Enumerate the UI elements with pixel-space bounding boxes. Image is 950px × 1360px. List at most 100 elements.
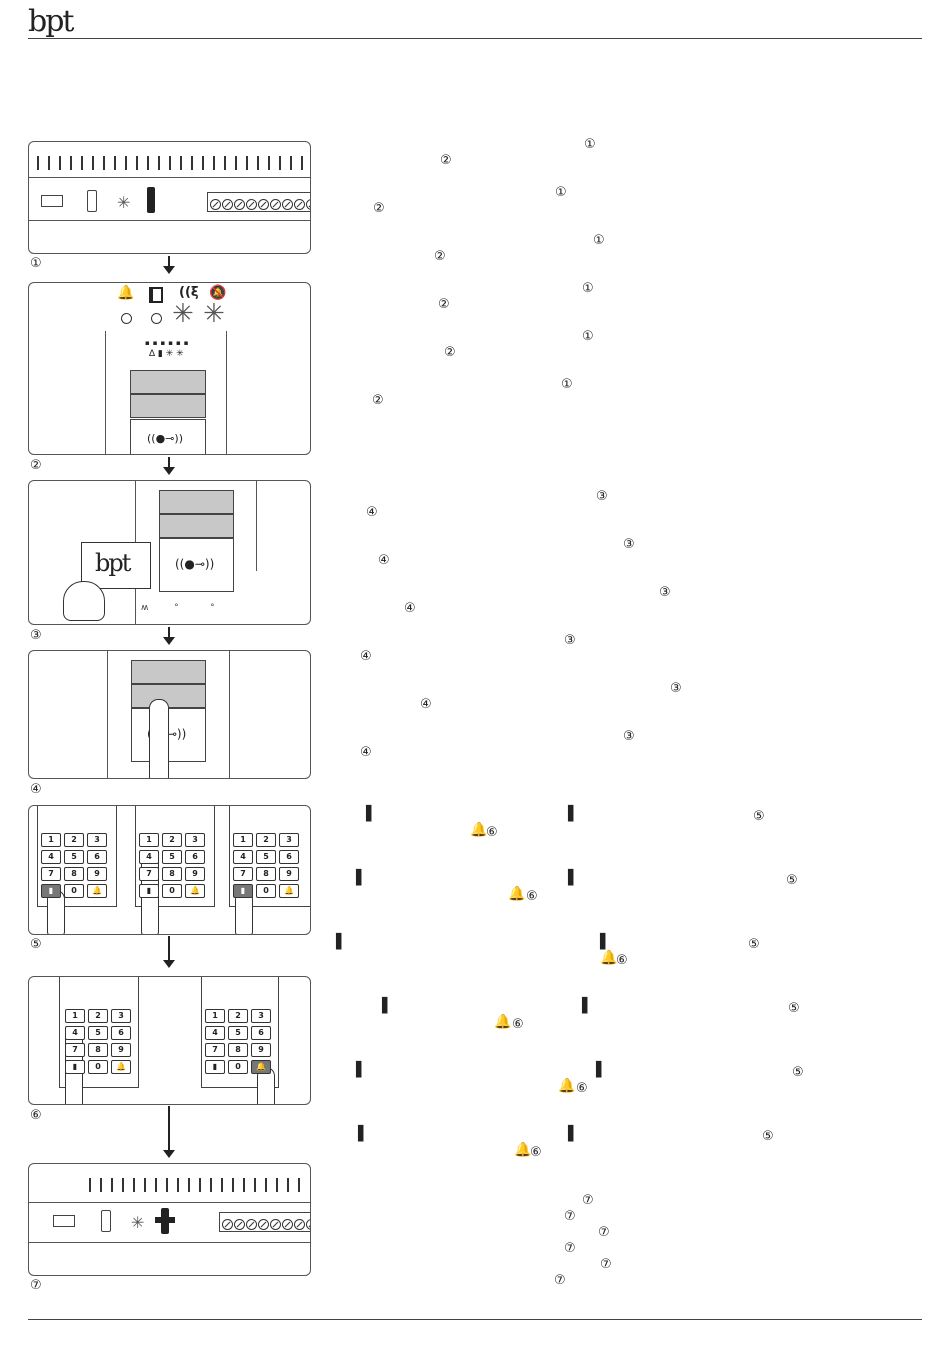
keypad-key[interactable]: 🔔	[279, 884, 299, 898]
terminal-icon	[282, 1219, 293, 1230]
keypad-key[interactable]: 6	[111, 1026, 131, 1040]
keypad-key[interactable]: 3	[185, 833, 205, 847]
terminal-icon	[306, 1219, 310, 1230]
keypad-key[interactable]: 7	[205, 1043, 225, 1057]
keypad-key[interactable]: 9	[279, 867, 299, 881]
keypad-key[interactable]: 8	[162, 867, 182, 881]
keypad-key[interactable]: 🔔	[111, 1060, 131, 1074]
keypad-key[interactable]: 2	[228, 1009, 248, 1023]
keypad-key[interactable]: 2	[64, 833, 84, 847]
keypad-key[interactable]: 7	[65, 1043, 85, 1057]
step-ref-five: ⑤	[762, 1129, 774, 1144]
keypad-key[interactable]: 7	[41, 867, 61, 881]
keypad-key[interactable]: ▮	[233, 884, 253, 898]
panel-frame-left	[105, 331, 106, 454]
keypad-key[interactable]: 6	[87, 850, 107, 864]
door-icon: ▌	[568, 1126, 579, 1142]
bell-icon: 🔔	[558, 1078, 576, 1094]
keypad-key[interactable]: 1	[205, 1009, 225, 1023]
keypad-key[interactable]: 🔔	[251, 1060, 271, 1074]
keypad-key[interactable]: ▮	[205, 1060, 225, 1074]
module-bottom-line	[29, 220, 310, 221]
keypad-key[interactable]: 5	[228, 1026, 248, 1040]
keypad-key[interactable]: 5	[88, 1026, 108, 1040]
keypad-key[interactable]: 6	[185, 850, 205, 864]
keypad-key[interactable]: ▮	[139, 884, 159, 898]
step-ref-three: ③	[623, 537, 635, 552]
top-teeth	[37, 156, 307, 170]
keypad-key[interactable]: 6	[279, 850, 299, 864]
step-ref-two: ②	[373, 201, 385, 216]
bell-off-icon: 🔕	[209, 285, 227, 301]
keypad-key[interactable]: 5	[256, 850, 276, 864]
keypad-key[interactable]: 🔔	[185, 884, 205, 898]
step-ref-six: ⑥	[616, 953, 628, 968]
keypad-key[interactable]: 7	[233, 867, 253, 881]
keypad-key[interactable]: 5	[64, 850, 84, 864]
step-ref-six: ⑥	[486, 825, 498, 840]
terminal-icon	[210, 199, 221, 210]
bell-icon: 🔔	[470, 822, 488, 838]
door-icon: ▌	[356, 870, 367, 886]
keypad-key[interactable]: 3	[111, 1009, 131, 1023]
keypad-key[interactable]: 9	[251, 1043, 271, 1057]
keypad-key[interactable]: 0	[228, 1060, 248, 1074]
step-ref-two: ②	[434, 249, 446, 264]
keypad-key[interactable]: ▮	[41, 884, 61, 898]
reader-area	[130, 419, 206, 454]
step-ref-one: ①	[582, 281, 594, 296]
keypad-key[interactable]: 0	[88, 1060, 108, 1074]
keypad-key[interactable]: 4	[65, 1026, 85, 1040]
fuse-icon	[101, 1210, 111, 1232]
keypad-key[interactable]: 4	[233, 850, 253, 864]
keypad-key[interactable]: 1	[139, 833, 159, 847]
keypad-key[interactable]: 7	[139, 867, 159, 881]
keypad-key[interactable]: 0	[162, 884, 182, 898]
keypad-key[interactable]: 3	[87, 833, 107, 847]
keypad-key[interactable]: 8	[256, 867, 276, 881]
keypad-key[interactable]: 4	[139, 850, 159, 864]
keypad-key[interactable]: 8	[228, 1043, 248, 1057]
keypad-key[interactable]: 9	[185, 867, 205, 881]
door-icon: ▌	[568, 806, 579, 822]
keypad-key[interactable]: 2	[256, 833, 276, 847]
keypad-key[interactable]: 2	[162, 833, 182, 847]
keypad-key[interactable]: 1	[65, 1009, 85, 1023]
terminal-icon	[234, 199, 245, 210]
step-ref-six: ⑥	[512, 1017, 524, 1032]
keypad-key[interactable]: 0	[256, 884, 276, 898]
step-ref-four: ④	[360, 745, 372, 760]
keypad-key[interactable]: 8	[88, 1043, 108, 1057]
footer-dots: ʍ ° °	[141, 603, 215, 613]
step-ref-seven: ⑦	[598, 1225, 610, 1240]
bell-icon: 🔔	[508, 886, 526, 902]
door-icon: ▌	[582, 998, 593, 1014]
keypad-key[interactable]: 3	[251, 1009, 271, 1023]
keypad-key[interactable]: 🔔	[87, 884, 107, 898]
keypad-key[interactable]: 4	[205, 1026, 225, 1040]
keypad-key[interactable]: 4	[41, 850, 61, 864]
card	[81, 542, 151, 589]
step-ref-one: ①	[582, 329, 594, 344]
keypad-key[interactable]: 3	[279, 833, 299, 847]
keypad-key[interactable]: 9	[87, 867, 107, 881]
keypad-key[interactable]: 2	[88, 1009, 108, 1023]
terminal-icon	[270, 199, 281, 210]
keypad-key[interactable]: 1	[233, 833, 253, 847]
keypad-key[interactable]: 8	[64, 867, 84, 881]
terminal-icon	[246, 1219, 257, 1230]
arrow-down-1	[163, 256, 175, 274]
keypad-key[interactable]: 5	[162, 850, 182, 864]
keypad-key[interactable]: 1	[41, 833, 61, 847]
panel-frame-right	[229, 651, 230, 778]
terminal-block	[219, 1212, 310, 1232]
led-off-icon	[151, 313, 162, 324]
keypad-key[interactable]: ▮	[65, 1060, 85, 1074]
keypad-key[interactable]: 6	[251, 1026, 271, 1040]
door-icon: ▌	[336, 934, 347, 950]
keypad-key[interactable]: 9	[111, 1043, 131, 1057]
keypad-key[interactable]: 0	[64, 884, 84, 898]
step-ref-three: ③	[623, 729, 635, 744]
bell-icon: 🔔	[514, 1142, 532, 1158]
